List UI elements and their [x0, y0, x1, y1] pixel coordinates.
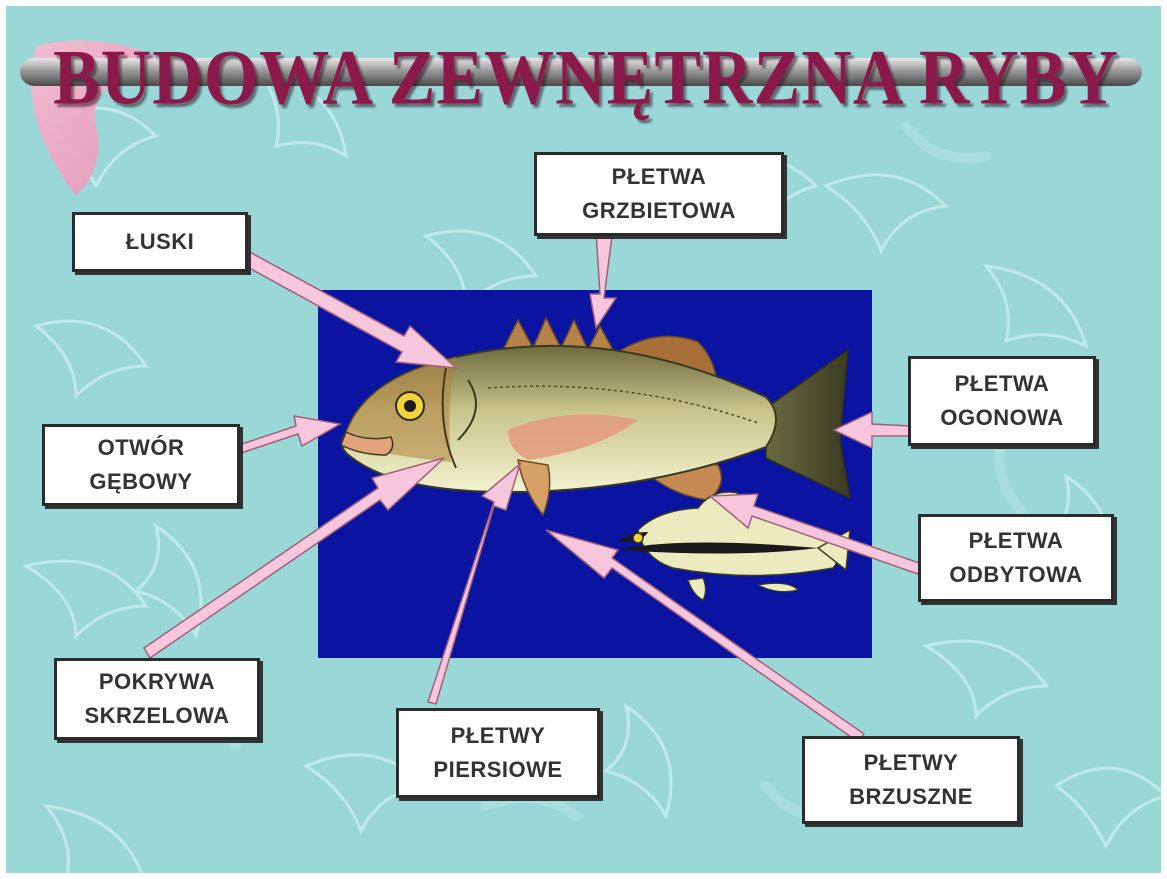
slide: BUDOWA ZEWNĘTRZNA RYBY	[6, 6, 1161, 873]
label-pletwa-odbytowa: PŁETWA ODBYTOWA	[918, 514, 1114, 602]
arrow-ogonowa	[834, 412, 910, 448]
arrow-luski	[242, 250, 456, 368]
label-pletwy-brzuszne: PŁETWY BRZUSZNE	[802, 736, 1020, 824]
arrow-otwor	[236, 416, 340, 454]
label-pletwa-ogonowa: PŁETWA OGONOWA	[908, 356, 1096, 446]
label-pletwa-grzbietowa: PŁETWA GRZBIETOWA	[534, 152, 784, 236]
label-otwor-gebowy: OTWÓR GĘBOWY	[42, 424, 240, 506]
label-pokrywa-skrzelowa: POKRYWA SKRZELOWA	[54, 658, 260, 740]
arrow-odbytowa	[710, 494, 922, 574]
arrow-piersiowe	[428, 464, 520, 704]
arrow-grzbietowa	[590, 232, 616, 328]
label-pletwy-piersiowe: PŁETWY PIERSIOWE	[396, 708, 600, 798]
label-luski: ŁUSKI	[72, 212, 248, 272]
